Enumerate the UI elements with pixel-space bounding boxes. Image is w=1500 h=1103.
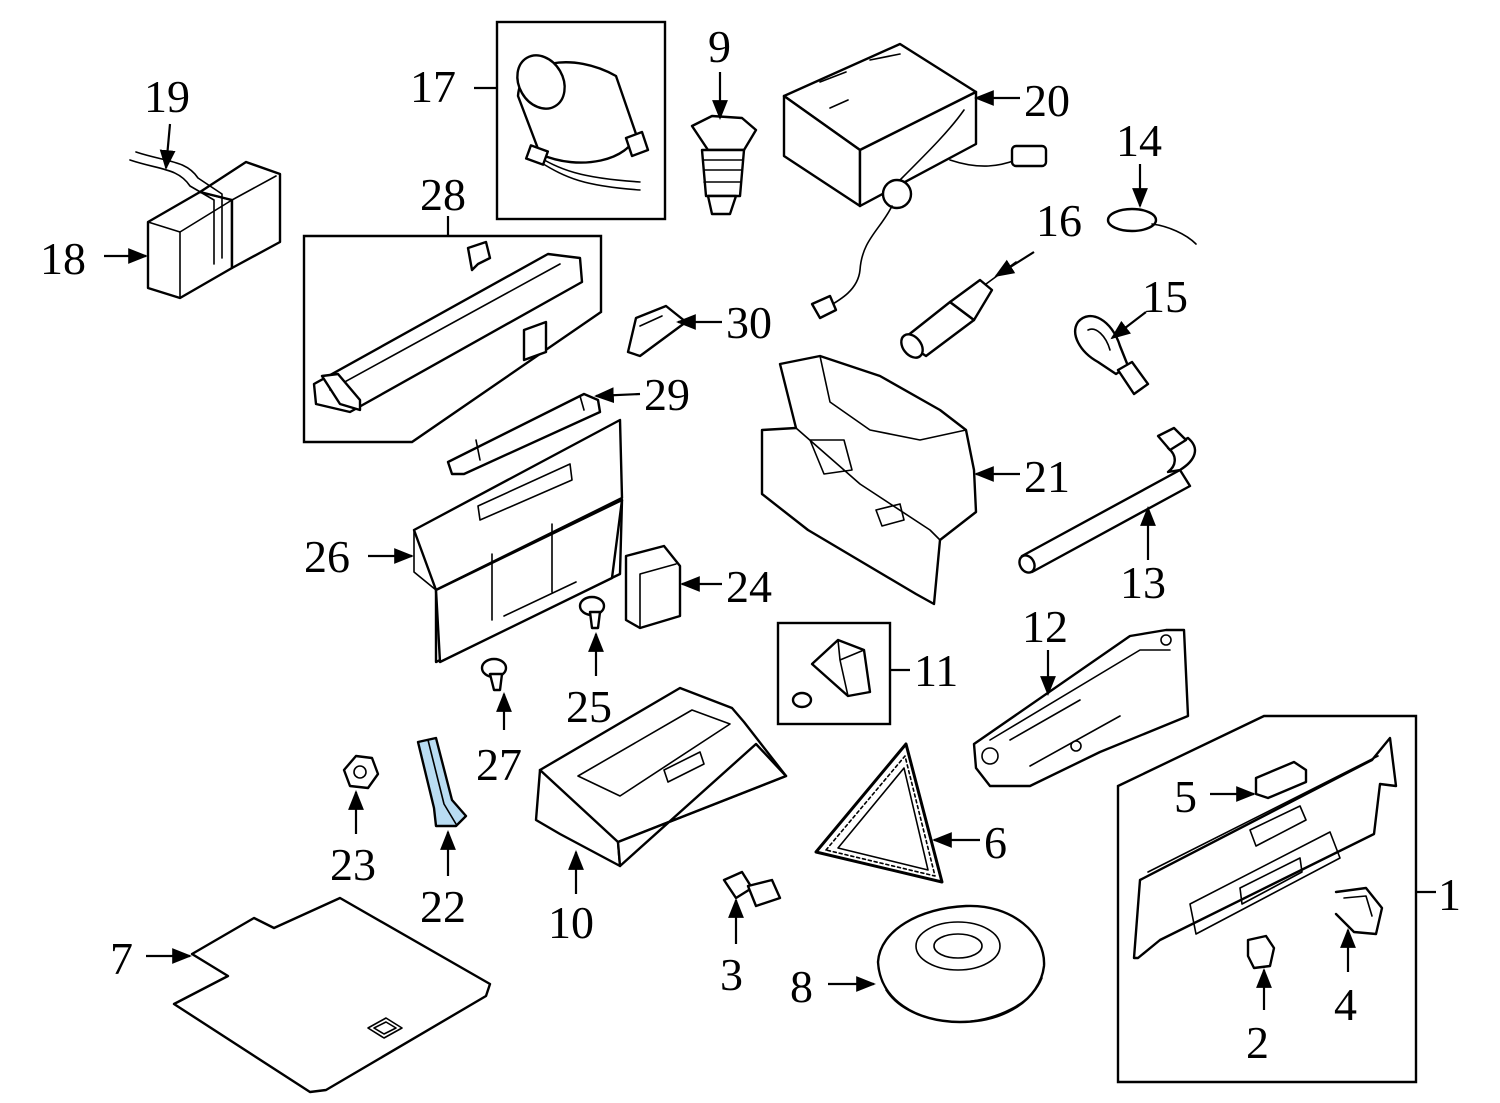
callout-25: 25 <box>566 681 612 732</box>
leader-15 <box>1110 311 1147 340</box>
callout-18: 18 <box>40 233 86 284</box>
callout-27: 27 <box>476 739 522 790</box>
part-1-box <box>1116 714 1418 1084</box>
part-8-spare-wheel-foam[interactable] <box>876 904 1046 1024</box>
callout-9: 9 <box>708 21 731 72</box>
part-14-hook[interactable] <box>1106 207 1197 245</box>
callout-19: 19 <box>144 71 190 122</box>
callout-6: 6 <box>984 817 1007 868</box>
part-18-battery-pack[interactable] <box>146 160 282 300</box>
part-13-wheel-wrench[interactable] <box>1016 426 1197 575</box>
callout-12: 12 <box>1022 601 1068 652</box>
part-25-push-pin[interactable] <box>578 595 606 630</box>
callout-8: 8 <box>790 961 813 1012</box>
part-29-strip[interactable] <box>446 392 602 476</box>
part-21-side-trim[interactable] <box>760 354 978 606</box>
callout-21: 21 <box>1024 451 1070 502</box>
part-17-box <box>495 20 667 221</box>
part-17-compressor[interactable] <box>508 47 650 191</box>
part-27-push-pin[interactable] <box>480 657 508 692</box>
part-28-tray[interactable] <box>312 240 584 414</box>
leader-19 <box>159 123 176 170</box>
part-6-warning-triangle[interactable] <box>814 742 944 884</box>
callout-29: 29 <box>644 369 690 420</box>
callout-20: 20 <box>1024 75 1070 126</box>
callout-28: 28 <box>420 169 466 220</box>
callout-10: 10 <box>548 897 594 948</box>
part-5-clip[interactable] <box>1254 760 1308 800</box>
part-28-box <box>302 234 603 444</box>
part-24-bracket[interactable] <box>624 544 682 630</box>
callout-2: 2 <box>1246 1017 1269 1068</box>
part-3-bolt[interactable] <box>722 870 782 908</box>
part-30-clip[interactable] <box>626 304 688 358</box>
part-11-wheel-chock[interactable] <box>791 638 872 709</box>
callout-3: 3 <box>720 949 743 1000</box>
part-11-box <box>776 621 892 726</box>
callout-7: 7 <box>110 933 133 984</box>
part-12-jack[interactable] <box>972 628 1190 788</box>
callout-15: 15 <box>1142 271 1188 322</box>
part-10-storage-box[interactable] <box>534 686 788 868</box>
part-2-clip[interactable] <box>1246 934 1276 970</box>
leader-29 <box>594 387 641 404</box>
part-1-trunk-sill-trim[interactable] <box>1132 736 1398 960</box>
callout-17: 17 <box>410 61 456 112</box>
callout-24: 24 <box>726 561 772 612</box>
callout-23: 23 <box>330 839 376 890</box>
part-16-screwdriver[interactable] <box>897 261 1017 362</box>
part-9-valve[interactable] <box>690 114 758 216</box>
part-4-clip[interactable] <box>1334 886 1384 936</box>
callout-1: 1 <box>1438 869 1461 920</box>
callout-4: 4 <box>1334 979 1357 1030</box>
callout-14: 14 <box>1116 115 1162 166</box>
part-20-compressor-unit[interactable] <box>782 42 1048 320</box>
part-23-nut[interactable] <box>342 754 380 790</box>
part-7-floor-mat[interactable] <box>172 896 492 1094</box>
part-22-bracket-highlighted[interactable] <box>416 736 468 828</box>
callout-26: 26 <box>304 531 350 582</box>
part-15-tow-eye[interactable] <box>1074 315 1150 396</box>
callout-22: 22 <box>420 881 466 932</box>
callout-16: 16 <box>1036 195 1082 246</box>
part-19-strap[interactable] <box>129 151 223 265</box>
callout-13: 13 <box>1120 557 1166 608</box>
part-26-rear-panel[interactable] <box>412 418 624 664</box>
leader-16 <box>994 251 1035 278</box>
callout-5: 5 <box>1174 771 1197 822</box>
callout-30: 30 <box>726 297 772 348</box>
callout-11: 11 <box>914 645 958 696</box>
